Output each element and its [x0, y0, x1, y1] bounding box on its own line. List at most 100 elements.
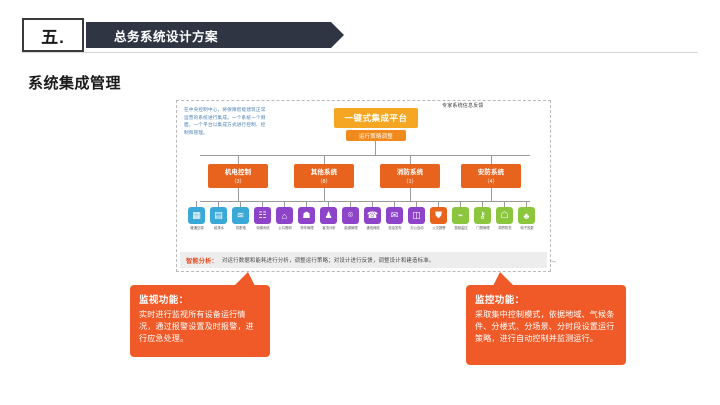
integration-platform-label: 一键式集成平台: [344, 113, 408, 123]
device-label: 电子巡更: [520, 226, 534, 230]
drop-line-3: [410, 155, 412, 164]
device-icon: ≋: [232, 207, 249, 224]
system-count-4: （4）: [484, 179, 498, 185]
device-stem-line: [306, 201, 308, 207]
device-label: 门禁管理: [476, 226, 490, 230]
callout-left-body: 实时进行监视所有设备运行情况，通过报警设置及时报警，进行应急处理。: [139, 310, 254, 343]
device-icon: ☎: [364, 207, 381, 224]
device-label: 视频监控: [454, 226, 468, 230]
device-stem-line: [394, 201, 396, 207]
device-stem-line: [240, 201, 242, 207]
device-stem-line: [262, 201, 264, 207]
device-icon: ⚷: [474, 207, 491, 224]
system-name-1: 机电控制: [224, 169, 252, 176]
device-stem-line: [328, 201, 330, 207]
device-item[interactable]: ⌂ 公共照明: [276, 201, 294, 230]
device-item[interactable]: ☷ 电梯系统: [254, 201, 272, 230]
device-label: 办公自动: [410, 226, 424, 230]
integration-platform-box: 一键式集成平台: [334, 108, 418, 128]
system-count-2: （8）: [317, 179, 331, 185]
device-icon: ▦: [188, 207, 205, 224]
device-stem-line: [218, 201, 220, 207]
device-stem-line: [438, 201, 440, 207]
device-icon: ⌂: [276, 207, 293, 224]
device-stem-line: [482, 201, 484, 207]
system-name-3: 消防系统: [396, 169, 424, 176]
device-item[interactable]: ⛊ 火灾报警: [430, 201, 448, 230]
callout-monitoring-view: 监视功能： 实时进行监视所有设备运行情况，通过报警设置及时报警，进行应急处理。: [130, 285, 270, 357]
stem-line-3: [410, 188, 412, 201]
system-count-3: （1）: [403, 179, 417, 185]
device-label: 公共照明: [278, 226, 292, 230]
callout-right-body: 采取集中控制模式，依据地域、气候条件、分楼式、分场景、分时段设置运行策略，进行自…: [475, 310, 615, 343]
page-title: 系统集成管理: [28, 75, 122, 92]
header-divider: [22, 52, 698, 53]
system-box-fire[interactable]: 消防系统 （1）: [380, 164, 440, 188]
system-bus-line: [200, 155, 530, 157]
device-label: 停车管理: [300, 226, 314, 230]
strategy-adjust-label: 运行策略调整: [358, 133, 394, 140]
diagram-note: 在中央控制中心，将保障智能建筑正常运营的系统进行集成。一个系统一个侧面，一个平台…: [184, 107, 266, 135]
device-icon-row: ▦ 暖通空调 ▤ 给排水 ≋ 供配电 ☷ 电梯系统 ⌂ 公共照明 ☗ 停车管理 ♟ 客流分析 ⌾能源管理☎ 通…: [188, 201, 540, 247]
device-item[interactable]: ⚷ 门禁管理: [474, 201, 492, 230]
device-item[interactable]: ☗ 停车管理: [298, 201, 316, 230]
expert-feedback-label: 专家系统信息反馈: [442, 103, 484, 109]
device-stem-line: [350, 201, 352, 207]
device-label: 通信网络: [366, 226, 380, 230]
device-icon: ☷: [254, 207, 271, 224]
device-item[interactable]: ♟ 客流分析: [320, 201, 338, 230]
header-title-bar: 总务系统设计方案: [86, 22, 344, 48]
device-icon: ☖: [496, 207, 513, 224]
device-label: 暖通空调: [190, 226, 204, 230]
device-label: 信息发布: [388, 226, 402, 230]
stem-line-4: [491, 188, 493, 201]
device-item[interactable]: ✉ 信息发布: [386, 201, 404, 230]
device-icon: ♣: [518, 207, 535, 224]
device-bus-line: [200, 201, 530, 203]
callout-right-title: 监控功能：: [475, 295, 525, 306]
device-label: 能源管理: [344, 226, 358, 230]
device-item[interactable]: ⌁视频监控: [452, 201, 470, 230]
device-stem-line: [196, 201, 198, 207]
device-item[interactable]: ◫办公自动: [408, 201, 426, 230]
device-stem-line: [460, 201, 462, 207]
callout-right-tail: [492, 272, 516, 288]
device-item[interactable]: ☖ 周界防范: [496, 201, 514, 230]
callout-left-tail: [232, 272, 256, 288]
device-label: 客流分析: [322, 226, 336, 230]
device-item[interactable]: ♣ 电子巡更: [518, 201, 536, 230]
platform-trunk-line: [375, 141, 377, 155]
stem-line-2: [324, 188, 326, 201]
device-item[interactable]: ▤ 给排水: [210, 201, 228, 230]
device-icon: ⛊: [430, 207, 447, 224]
device-stem-line: [284, 201, 286, 207]
system-integration-diagram: 在中央控制中心，将保障智能建筑正常运营的系统进行集成。一个系统一个侧面，一个平台…: [176, 100, 551, 280]
header-title: 总务系统设计方案: [114, 30, 219, 44]
device-label: 电梯系统: [256, 226, 270, 230]
device-label: 周界防范: [498, 226, 512, 230]
device-item[interactable]: ▦ 暖通空调: [188, 201, 206, 230]
device-stem-line: [372, 201, 374, 207]
device-item[interactable]: ⌾能源管理: [342, 201, 360, 230]
device-stem-line: [526, 201, 528, 207]
device-icon: ♟: [320, 207, 337, 224]
device-stem-line: [416, 201, 418, 207]
device-item[interactable]: ≋ 供配电: [232, 201, 250, 230]
device-label: 给排水: [214, 226, 224, 230]
analysis-text: 对运行数据和能耗进行分析，调整运行策略；对设计进行反馈，调整设计和建造标准。: [221, 258, 435, 264]
device-icon: ▤: [210, 207, 227, 224]
device-label: 火灾报警: [432, 226, 446, 230]
device-stem-line: [504, 201, 506, 207]
system-box-security[interactable]: 安防系统 （4）: [461, 164, 521, 188]
system-box-electromechanical[interactable]: 机电控制 （3）: [208, 164, 268, 188]
drop-line-4: [491, 155, 493, 164]
drop-line-1: [238, 155, 240, 164]
device-label: 供配电: [236, 226, 246, 230]
device-icon: ✉: [386, 207, 403, 224]
drop-line-2: [324, 155, 326, 164]
system-box-other[interactable]: 其他系统 （8）: [294, 164, 354, 188]
device-icon: ☗: [298, 207, 315, 224]
system-count-1: （3）: [231, 179, 245, 185]
header-number: 五.: [22, 18, 84, 52]
device-item[interactable]: ☎ 通信网络: [364, 201, 382, 230]
